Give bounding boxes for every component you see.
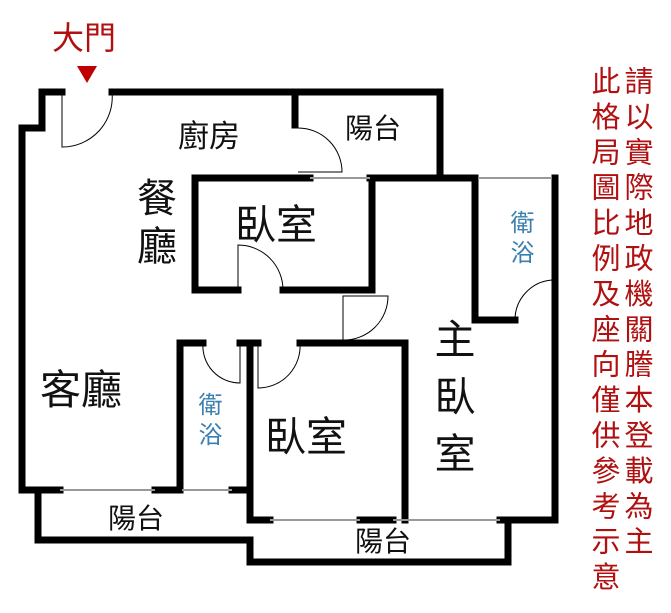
disclaimer-line-1: 請以實際地政機關謄本登載為主 bbox=[620, 66, 654, 562]
room-bedroom-upper: 臥室 bbox=[235, 201, 317, 249]
room-master-bedroom: 主臥室 bbox=[427, 318, 475, 489]
disclaimer-line-2: 此格局圖比例及座向僅供參考示意 bbox=[587, 66, 621, 597]
room-master-bath: 衛浴 bbox=[506, 210, 534, 270]
room-living: 客廳 bbox=[40, 366, 122, 414]
room-balcony-top: 陽台 bbox=[345, 112, 402, 145]
balcony-door bbox=[297, 127, 343, 173]
room-balcony-left: 陽台 bbox=[108, 502, 165, 535]
room-bedroom-lower: 臥室 bbox=[265, 413, 347, 461]
bath-door bbox=[202, 342, 241, 384]
entry-door bbox=[61, 91, 113, 148]
bedroom-door bbox=[237, 244, 284, 291]
windows bbox=[60, 177, 552, 521]
doors bbox=[61, 91, 553, 389]
entrance-arrow-icon bbox=[77, 66, 97, 83]
room-dining: 餐廳 bbox=[130, 177, 176, 273]
walls bbox=[18, 88, 559, 566]
corridor-door bbox=[342, 295, 389, 341]
room-kitchen: 廚房 bbox=[178, 119, 240, 155]
master-bath-door bbox=[514, 279, 553, 321]
room-balcony-bottom: 陽台 bbox=[355, 525, 412, 558]
entrance-label: 大門 bbox=[52, 19, 117, 57]
room-bath-left: 衛浴 bbox=[194, 392, 222, 452]
bedroom2-door bbox=[257, 342, 301, 389]
